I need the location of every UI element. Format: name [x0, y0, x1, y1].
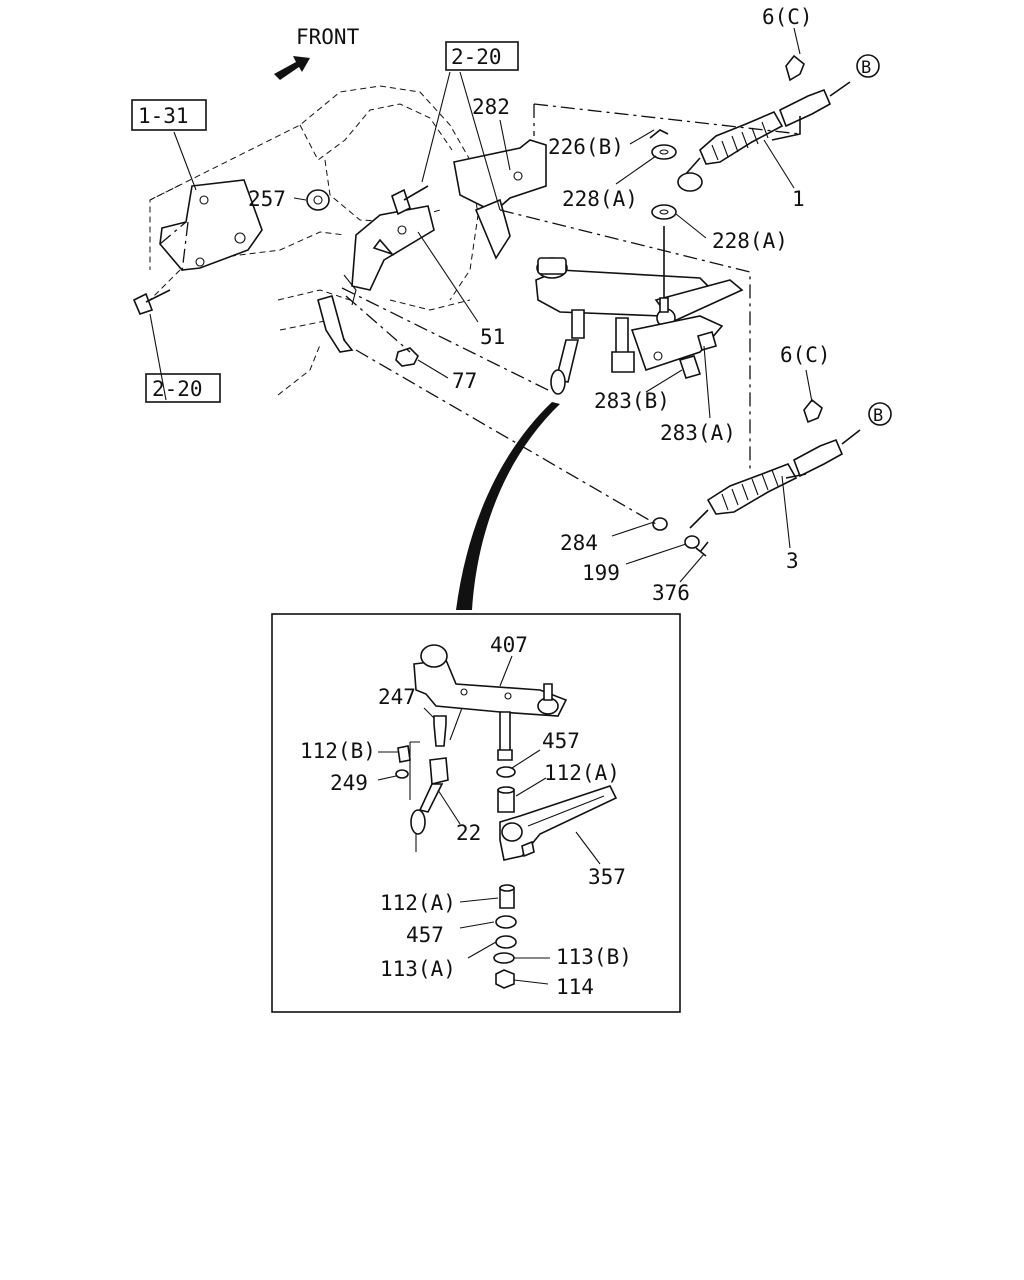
- detail-frame: [271, 613, 681, 1013]
- link-rod-22: [409, 741, 449, 852]
- bolt-247: [433, 715, 447, 747]
- main-hardware: [132, 54, 823, 557]
- callout-113a: 113(A): [380, 957, 456, 981]
- callout-283a: 283(A): [660, 421, 736, 445]
- callout-407: 407: [490, 633, 528, 657]
- callout-357: 357: [588, 865, 626, 889]
- callout-247: 247: [378, 685, 416, 709]
- callout-199: 199: [582, 561, 620, 585]
- ref-1-31: 1-31: [138, 104, 189, 128]
- callout-112b: 112(B): [300, 739, 376, 763]
- detail-view: 407 247 112(B) 249 457 112(A) 22 357 112…: [271, 613, 681, 1013]
- shift-cable-1: [683, 81, 851, 177]
- callout-457-lower: 457: [406, 923, 444, 947]
- transmission-housing: [149, 85, 479, 396]
- detail-sweep: [456, 402, 560, 610]
- shift-bracket: [343, 205, 435, 306]
- shift-cable-3: [689, 429, 861, 529]
- leader-lines: [149, 27, 813, 583]
- callout-6c-mid: 6(C): [780, 343, 831, 367]
- callout-249: 249: [330, 771, 368, 795]
- callout-112a-upper: 112(A): [544, 761, 620, 785]
- callout-113b: 113(B): [556, 945, 632, 969]
- callout-51: 51: [480, 325, 505, 349]
- callout-284: 284: [560, 531, 598, 555]
- ref-box-1-31: [131, 99, 207, 131]
- callout-b-mid-icon: B: [868, 402, 892, 426]
- callout-22: 22: [456, 821, 481, 845]
- callout-6c-top: 6(C): [762, 5, 813, 29]
- arm-357: [499, 785, 618, 861]
- front-arrow-icon: [274, 56, 310, 80]
- front-indicator: FRONT: [274, 25, 360, 80]
- callout-114: 114: [556, 975, 594, 999]
- callout-b-top: B: [861, 58, 871, 78]
- washer-113b: [493, 952, 515, 964]
- washer-249: [395, 769, 409, 779]
- callout-1: 1: [792, 187, 805, 211]
- nut-114: [495, 969, 515, 989]
- callout-376: 376: [652, 581, 690, 605]
- shift-lever-assembly: [535, 257, 744, 395]
- callout-283b: 283(B): [594, 389, 670, 413]
- callout-77: 77: [452, 369, 477, 393]
- callout-3: 3: [786, 549, 799, 573]
- cable-bracket-282: [453, 139, 547, 260]
- lever-407: [413, 644, 568, 761]
- callout-b-mid: B: [873, 406, 883, 426]
- callout-282: 282: [472, 95, 510, 119]
- front-label: FRONT: [296, 25, 360, 49]
- callout-257: 257: [248, 187, 286, 211]
- ref-2-20-top: 2-20: [451, 45, 502, 69]
- reference-lines: [159, 103, 801, 525]
- callout-226b: 226(B): [548, 135, 624, 159]
- callout-b-top-icon: B: [856, 54, 880, 78]
- callout-457-upper: 457: [542, 729, 580, 753]
- ref-2-20-bottom: 2-20: [152, 377, 203, 401]
- washer-113a: [495, 935, 517, 949]
- callout-228a-2: 228(A): [712, 229, 788, 253]
- ref-box-2-20-top: [445, 41, 519, 71]
- bushing-112b: [397, 745, 411, 763]
- callout-112a-lower: 112(A): [380, 891, 456, 915]
- oring-457-upper: [496, 766, 516, 778]
- mount-bracket-left: [149, 179, 263, 301]
- callout-228a-1: 228(A): [562, 187, 638, 211]
- oring-457-lower: [495, 915, 517, 929]
- ref-box-2-20-bottom: [145, 373, 221, 403]
- callouts-main: 2-20 1-31 2-20 6(C) 6(C) B B 282 226(B) …: [131, 5, 892, 605]
